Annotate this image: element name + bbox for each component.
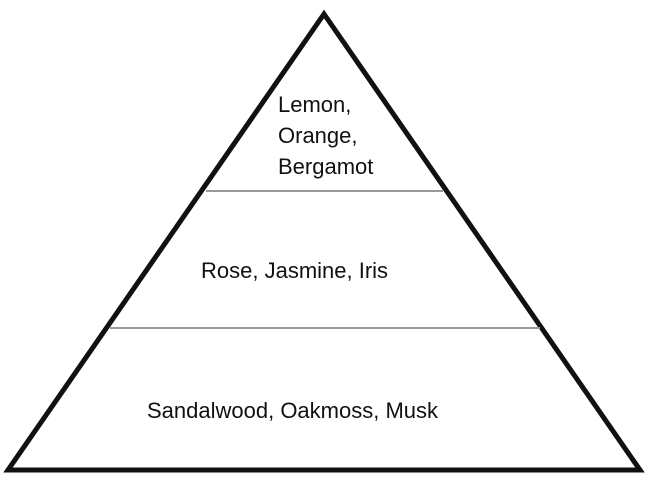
tier-top-line-3: Bergamot — [278, 154, 373, 179]
tier-middle: Rose, Jasmine, Iris — [201, 258, 388, 283]
tier-top-line-2: Orange, — [278, 123, 358, 148]
tier-top: Lemon, Orange, Bergamot — [278, 92, 373, 179]
tier-bottom-line-1: Sandalwood, Oakmoss, Musk — [147, 398, 439, 423]
tier-middle-line-1: Rose, Jasmine, Iris — [201, 258, 388, 283]
pyramid-outline — [3, 9, 645, 473]
tier-bottom: Sandalwood, Oakmoss, Musk — [147, 398, 439, 423]
tier-top-line-1: Lemon, — [278, 92, 351, 117]
